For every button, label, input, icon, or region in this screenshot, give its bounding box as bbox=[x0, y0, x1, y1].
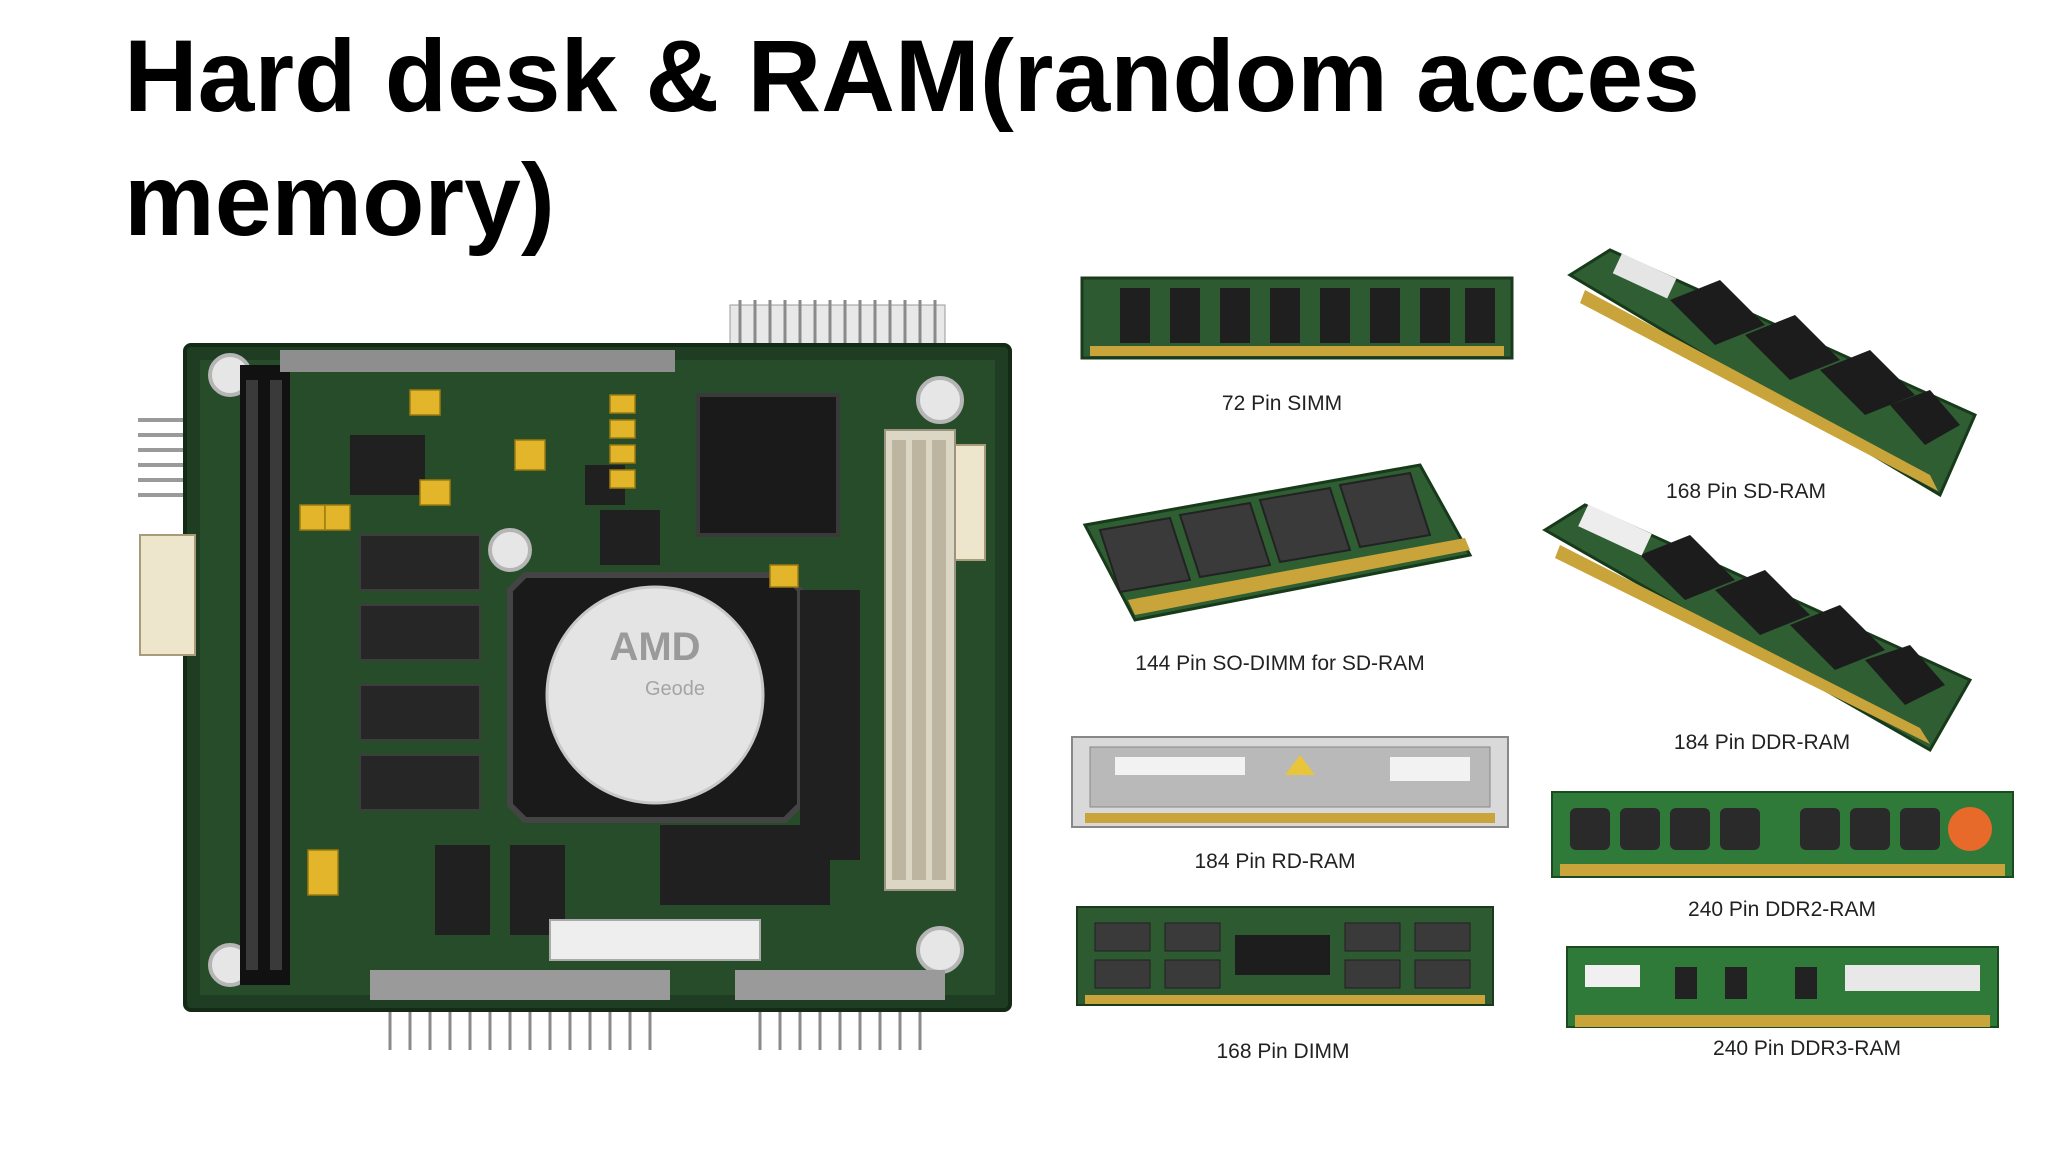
cpu-model: Geode bbox=[645, 678, 705, 700]
bottom-header-strip bbox=[370, 970, 670, 1000]
top-header-strip bbox=[280, 350, 675, 372]
dimm168-graphic bbox=[1076, 906, 1494, 1006]
caption-dimm168: 168 Pin DIMM bbox=[1216, 1040, 1350, 1063]
ddr3-240-image bbox=[1565, 945, 2000, 1035]
cpu-die bbox=[545, 585, 765, 805]
cpu-package: AMD Geode bbox=[507, 572, 803, 823]
ide-connector bbox=[549, 919, 761, 961]
caption-sodimm144: 144 Pin SO-DIMM for SD-RAM bbox=[1135, 652, 1425, 675]
caption-sdram168: 168 Pin SD-RAM bbox=[1666, 480, 1826, 503]
ddr3-240-graphic bbox=[1566, 946, 1999, 1028]
capacitors bbox=[299, 389, 799, 896]
caption-rdram184: 184 Pin RD-RAM bbox=[1194, 850, 1356, 873]
caption-ddr2-240: 240 Pin DDR2-RAM bbox=[1688, 898, 1876, 921]
slide-title: Hard desk & RAM(random acces memory) bbox=[124, 19, 1700, 257]
rdram184-image bbox=[1070, 735, 1510, 830]
motherboard-graphic: AMD Geode bbox=[138, 300, 1012, 1050]
left-pin-header bbox=[138, 418, 190, 497]
caption-ddr184: 184 Pin DDR-RAM bbox=[1673, 731, 1851, 754]
rdram184-graphic bbox=[1071, 736, 1509, 828]
simm72-image bbox=[1080, 276, 1514, 362]
top-pin-header bbox=[729, 300, 946, 346]
sdram168-graphic bbox=[1567, 248, 1977, 498]
motherboard-image: AMD Geode bbox=[130, 290, 1050, 1060]
bridge-chip bbox=[696, 393, 840, 537]
simm72-graphic bbox=[1080, 276, 1514, 360]
sdram168-image bbox=[1560, 245, 1980, 510]
sodimm144-image bbox=[1080, 460, 1475, 625]
sodimm144-graphic bbox=[1082, 463, 1473, 622]
memory-chips bbox=[359, 534, 481, 811]
ddr2-240-image bbox=[1550, 790, 2015, 885]
cpu-brand: AMD bbox=[609, 625, 700, 669]
caption-simm72: 72 Pin SIMM bbox=[1221, 392, 1343, 415]
ddr2-240-graphic bbox=[1551, 791, 2014, 878]
dimm168-image bbox=[1075, 905, 1495, 1010]
ddr184-graphic bbox=[1542, 503, 1973, 753]
small-chips bbox=[350, 435, 860, 935]
caption-ddr3-240: 240 Pin DDR3-RAM bbox=[1713, 1037, 1901, 1060]
ddr184-image bbox=[1540, 500, 1975, 755]
side-connector-left bbox=[139, 534, 196, 656]
